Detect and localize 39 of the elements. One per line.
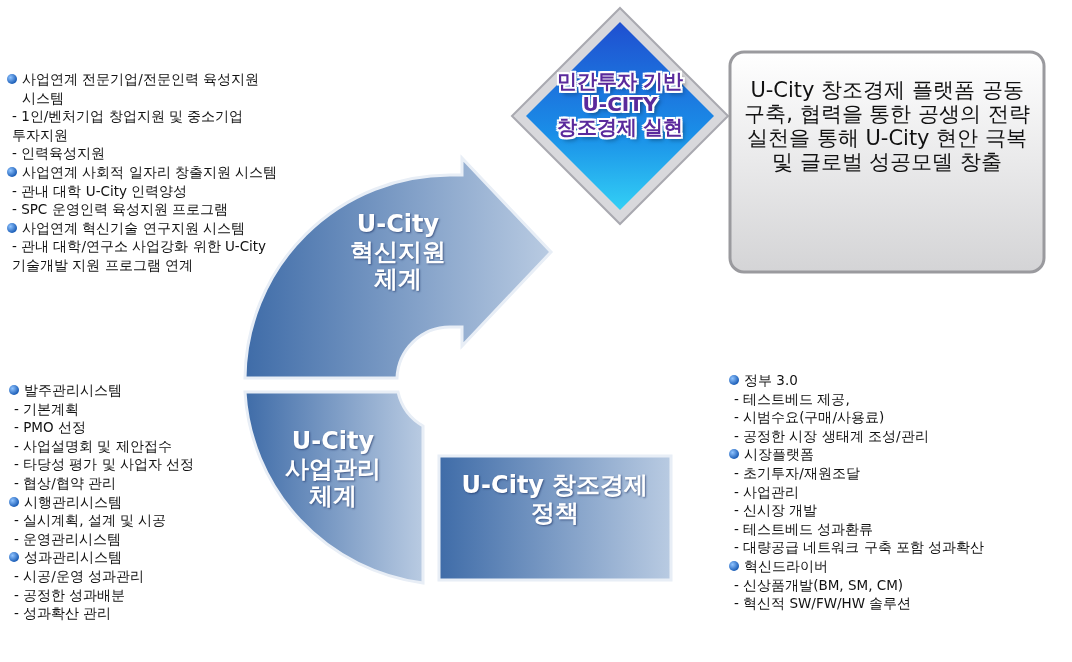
node-title: U-City 창조경제 플랫폼 공동 구축, 협력을 통한 공생의 전략 실천을 통해 U-City 현안 극복 및 글로벌 성공모델 창출 <box>743 78 1031 175</box>
list-item: - 관내 대학 U-City 인력양성 <box>12 182 188 199</box>
list-item: - 테스트베드 성과환류 <box>734 520 874 537</box>
list-item: - 인력육성지원 <box>12 145 106 162</box>
list-item: - 혁신적 SW/FW/HW 솔루션 <box>734 595 912 612</box>
node-title: 민간투자 기반 U-CITY 창조경제 실현 <box>555 70 685 139</box>
list-item: - 테스트베드 제공, <box>734 390 850 407</box>
list-heading: 사업연계 사회적 일자리 창출지원 시스템 <box>22 163 278 180</box>
list-item: - PMO 선정 <box>14 419 86 436</box>
list-heading: 정부 3.0 <box>744 372 798 388</box>
list-heading: 시장플랫폼 <box>744 446 814 463</box>
list-item: - 협상/협약 관리 <box>14 474 116 491</box>
list-item: - 타당성 평가 및 사업자 선정 <box>14 456 195 473</box>
node-title: U-City 혁신지원 체계 <box>349 211 447 294</box>
list-item: - 신상품개발(BM, SM, CM) <box>734 576 904 593</box>
list-item: - 사업관리 <box>734 483 800 500</box>
list-item: - 공정한 시장 생태계 조성/관리 <box>734 427 929 444</box>
list-item: - 실시계획, 설계 및 시공 <box>14 512 167 529</box>
list-item: - 성과확산 관리 <box>14 605 112 622</box>
list-item: - 기본계획 <box>14 400 80 417</box>
list-heading: 시행관리시스템 <box>24 493 122 510</box>
list-item: - 운영관리시스템 <box>14 530 122 547</box>
list-item: - 신시장 개발 <box>734 502 818 519</box>
list-item: - 공정한 성과배분 <box>14 586 126 603</box>
list-item: - 시공/운영 성과관리 <box>14 567 144 584</box>
list-item: - 초기투자/재원조달 <box>734 464 860 481</box>
node-title: U-City 창조경제 정책 <box>460 472 650 528</box>
list-item: - 1인/벤처기업 창업지원 및 중소기업 투자지원 <box>12 108 244 143</box>
node-title: U-City 사업관리 체계 <box>284 428 382 511</box>
list-heading: 사업연계 전문기업/전문인력 육성지원 시스템 <box>22 71 260 106</box>
list-heading: 성과관리시스템 <box>24 549 122 566</box>
list-item: - 사업설명회 및 제안접수 <box>14 437 172 454</box>
list-heading: 혁신드라이버 <box>744 557 828 574</box>
list-item: - SPC 운영인력 육성지원 프로그램 <box>12 201 229 218</box>
list-item: - 대량공급 네트워크 구축 포함 성과확산 <box>734 539 985 556</box>
list-heading: 발주관리시스템 <box>24 382 122 398</box>
list-item: - 관내 대학/연구소 사업강화 위한 U-City 기술개발 지원 프로그램 연계 <box>12 238 267 273</box>
list-heading: 사업연계 혁신기술 연구지원 시스템 <box>22 219 245 236</box>
list-item: - 시범수요(구매/사용료) <box>734 409 885 426</box>
